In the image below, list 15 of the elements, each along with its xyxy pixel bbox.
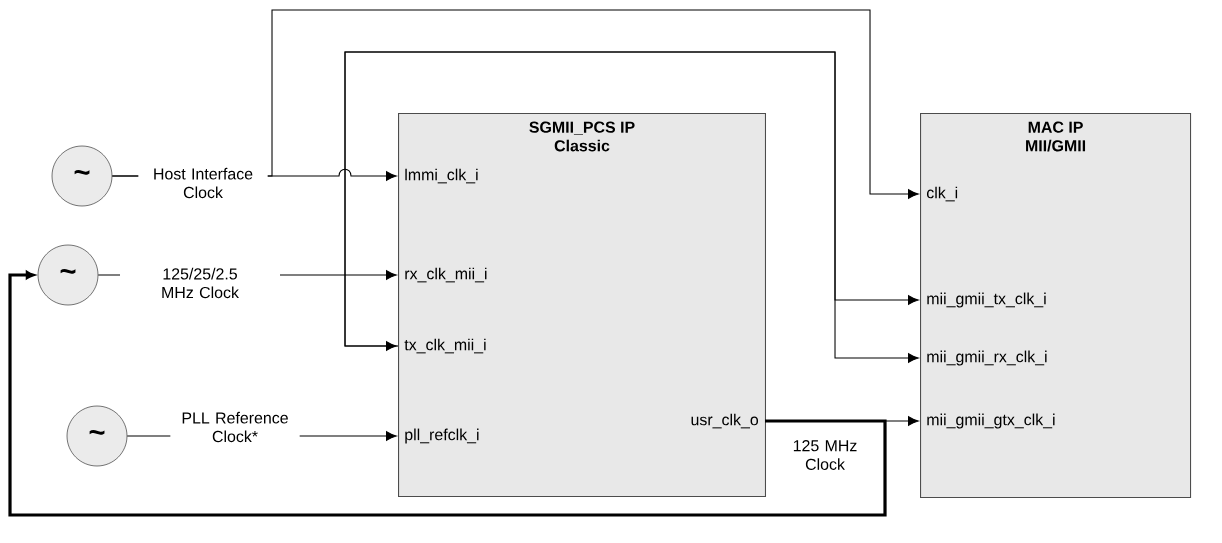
edge-label: 125 MHz Clock [783, 438, 867, 472]
port-label: mii_gmii_tx_clk_i [927, 292, 1046, 308]
port-label: usr_clk_o [691, 413, 759, 429]
port-label: pll_refclk_i [405, 428, 479, 444]
edge-label: PLL Reference Clock* [170, 410, 300, 444]
arrow [8, 270, 887, 517]
port-label: clk_i [926, 186, 958, 202]
port-label: rx_clk_mii_i [405, 267, 487, 283]
arrow [111, 9, 919, 199]
port-label: mii_gmii_gtx_clk_i [927, 413, 1055, 429]
port-label: mii_gmii_rx_clk_i [927, 350, 1047, 366]
port-label: tx_clk_mii_i [404, 338, 486, 354]
port-label: lmmi_clk_i [405, 168, 478, 184]
edge-label: Host Interface Clock [138, 166, 268, 200]
edge-label: 125/25/2.5 MHz Clock [120, 266, 280, 300]
